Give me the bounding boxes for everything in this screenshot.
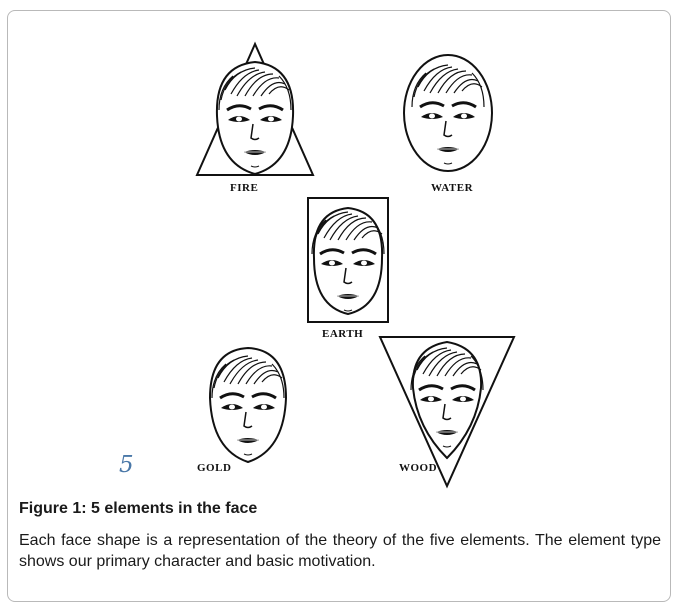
earth-label: EARTH (322, 328, 363, 340)
water-face (403, 54, 493, 172)
wood-face (378, 336, 516, 489)
water-label: WATER (431, 182, 474, 194)
gold-face (208, 346, 288, 464)
figure-caption-text: Each face shape is a representation of t… (19, 532, 661, 570)
fire-label: FIRE (230, 182, 258, 194)
earth-face (307, 197, 389, 323)
page-marker: 5 (119, 452, 134, 478)
figure-caption-title: Figure 1: 5 elements in the face (19, 500, 258, 517)
five-elements-illustration: FIRE WATER EARTH GOLD WOOD (195, 41, 516, 489)
fire-face (195, 41, 315, 176)
wood-label: WOOD (399, 462, 437, 474)
gold-label: GOLD (197, 462, 231, 474)
